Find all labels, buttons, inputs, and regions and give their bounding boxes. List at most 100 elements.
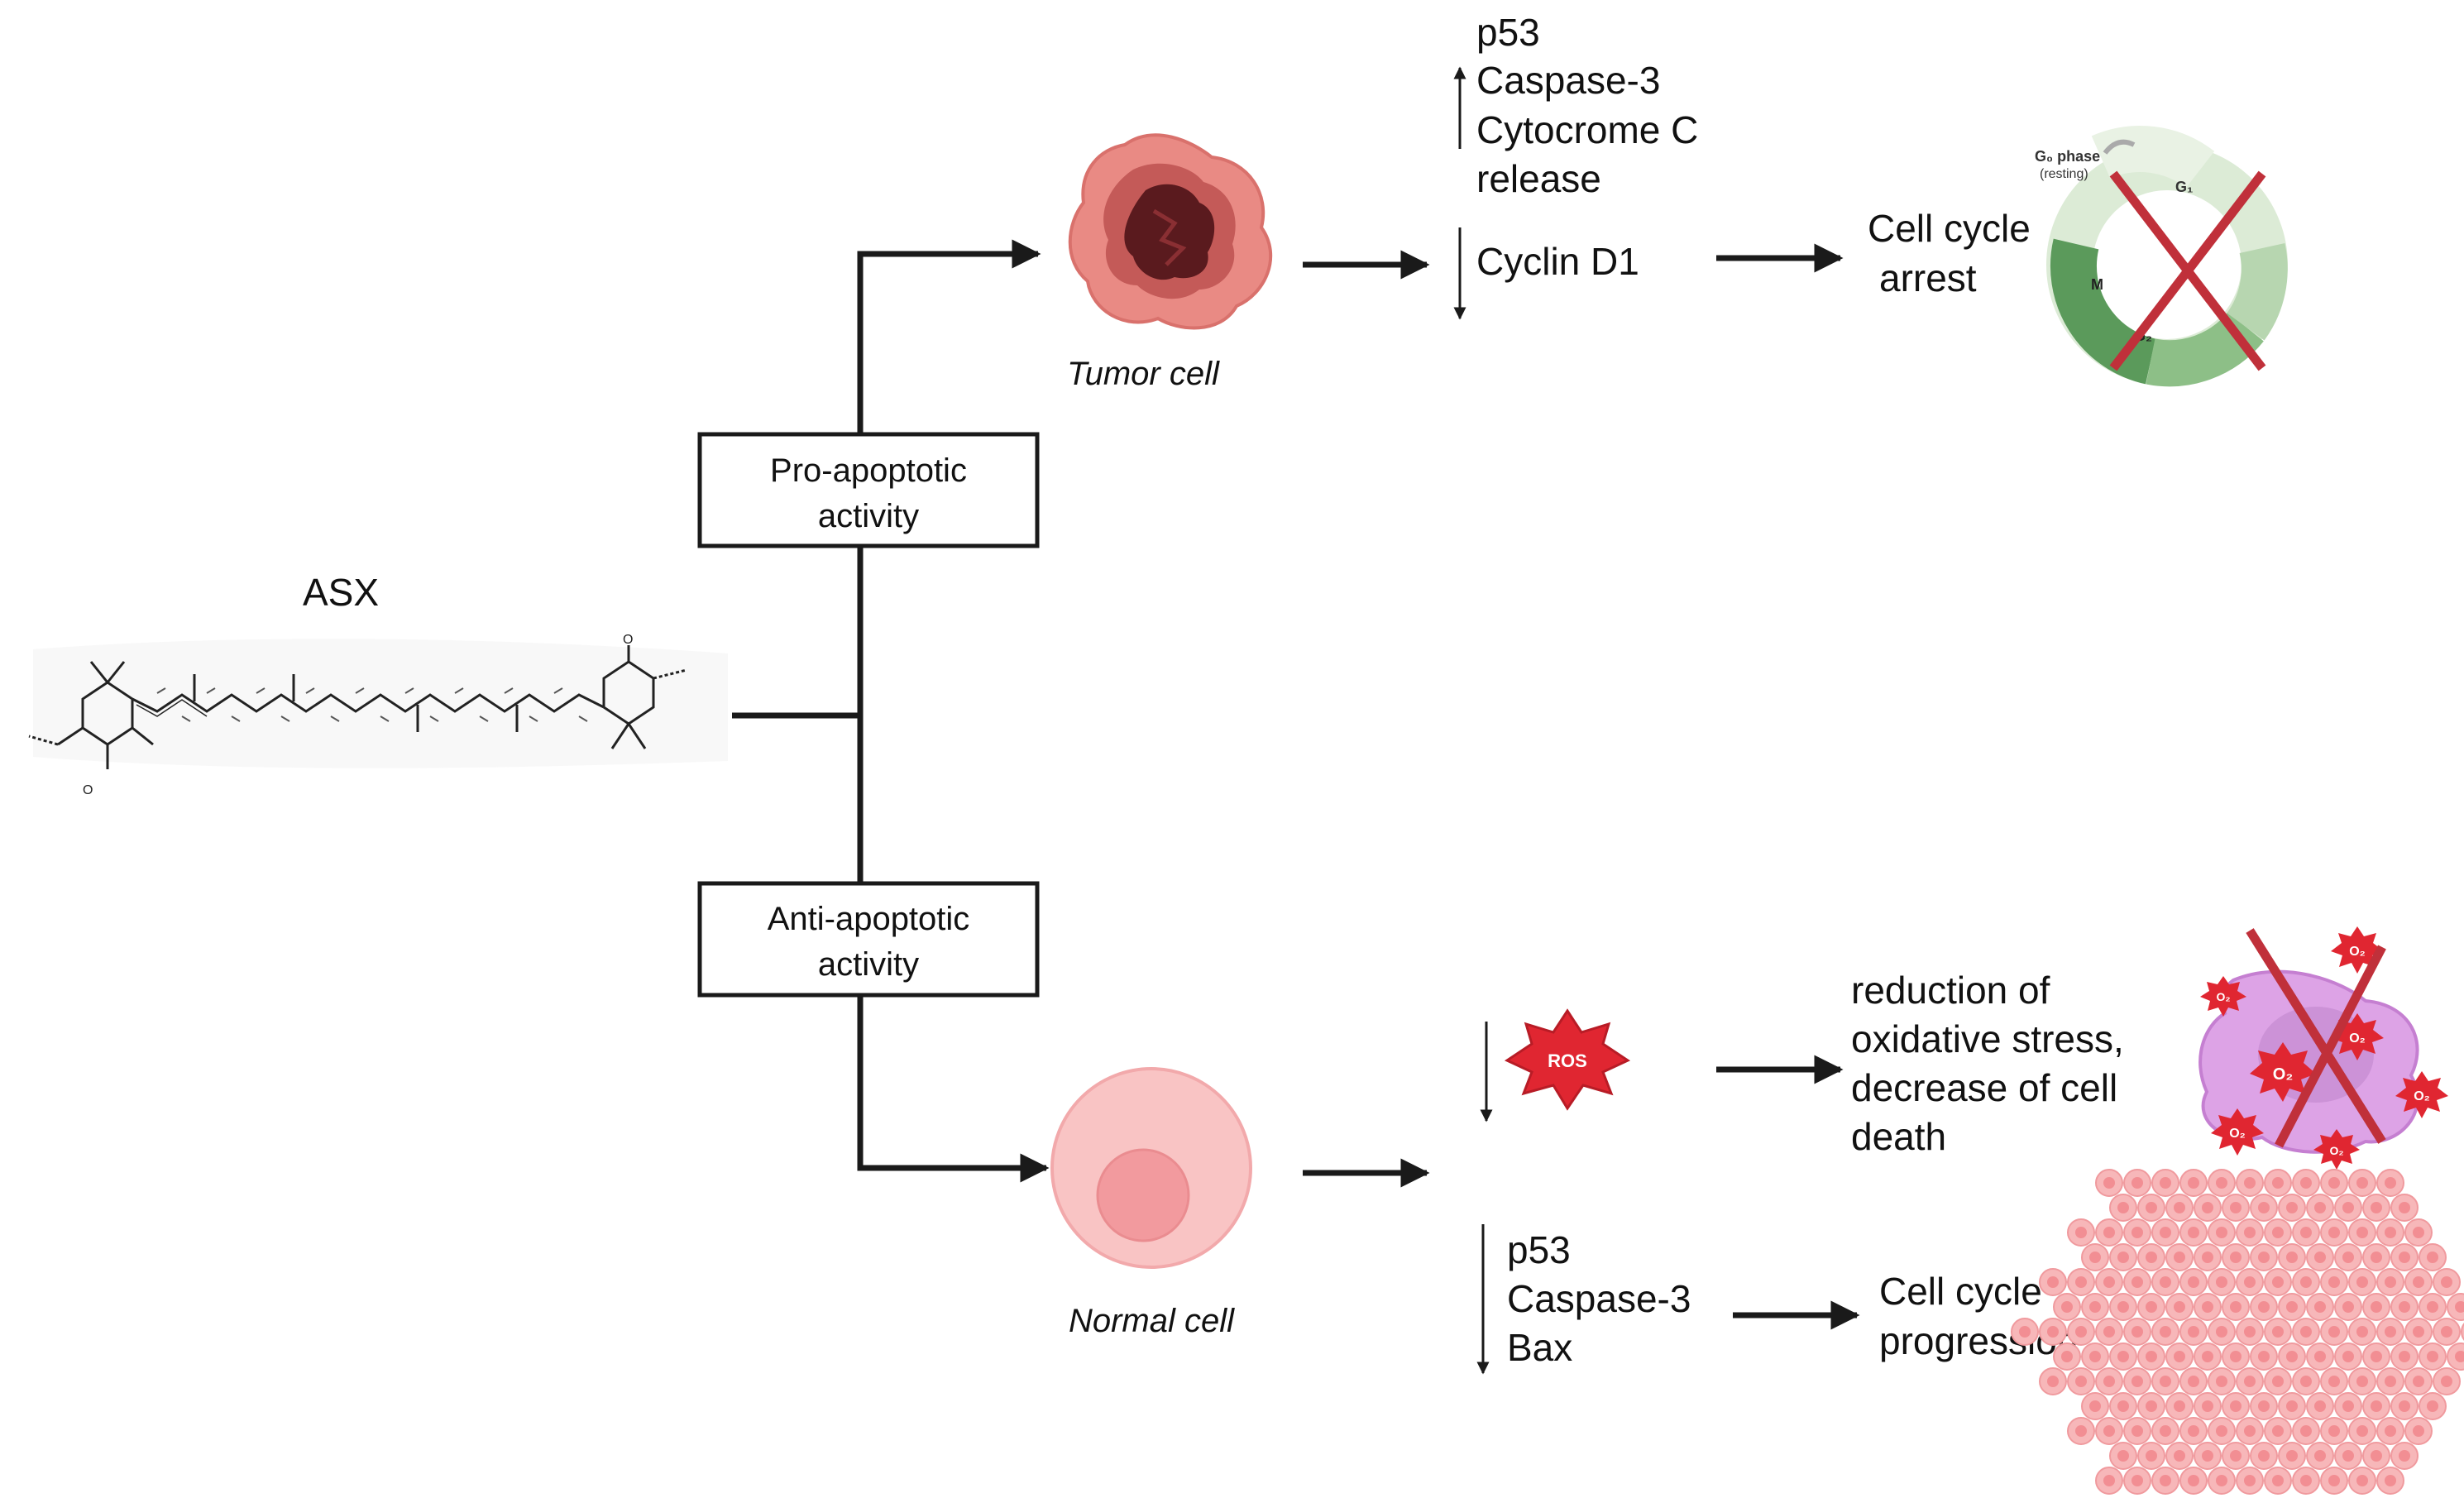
cell-nucleus <box>2371 1400 2382 1412</box>
cell-nucleus <box>2244 1425 2256 1437</box>
cell-nucleus <box>2286 1400 2298 1412</box>
cell-nucleus <box>2342 1450 2354 1462</box>
cell-nucleus <box>2103 1475 2115 1486</box>
cell-nucleus <box>2146 1450 2157 1462</box>
cell-nucleus <box>2356 1326 2368 1338</box>
g1-label: G₁ <box>2175 179 2193 195</box>
cell-nucleus <box>2174 1202 2185 1213</box>
cell-nucleus <box>2174 1252 2185 1263</box>
cell-nucleus <box>2089 1252 2101 1263</box>
stressed-cell-icon: O₂ O₂ O₂ O₂ O₂ O₂ O₂ <box>2198 926 2448 1170</box>
tumor-cell-caption: Tumor cell <box>1067 356 1220 392</box>
marker-p53-normal: p53 <box>1507 1228 1571 1271</box>
marker-caspase-3: Caspase-3 <box>1476 59 1660 102</box>
cell-nucleus <box>2286 1252 2298 1263</box>
cell-nucleus <box>2061 1351 2073 1362</box>
cell-nucleus <box>2230 1301 2242 1313</box>
cell-nucleus <box>2174 1301 2185 1313</box>
marker-bax: Bax <box>1507 1326 1572 1369</box>
cell-nucleus <box>2244 1227 2256 1238</box>
cell-nucleus <box>2272 1376 2284 1387</box>
cell-nucleus <box>2286 1301 2298 1313</box>
cell-nucleus <box>2131 1326 2143 1338</box>
cell-nucleus <box>2117 1252 2129 1263</box>
cell-nucleus <box>2371 1202 2382 1213</box>
cell-nucleus <box>2216 1376 2227 1387</box>
stress-cross-mark <box>2246 928 2386 1144</box>
cell-nucleus <box>2314 1400 2326 1412</box>
pro-apoptotic-box: Pro-apoptotic activity <box>697 432 1040 548</box>
cell-nucleus <box>2216 1227 2227 1238</box>
cell-nucleus <box>2202 1202 2213 1213</box>
cell-nucleus <box>2385 1326 2396 1338</box>
cell-nucleus <box>2160 1475 2171 1486</box>
cell-nucleus <box>2117 1301 2129 1313</box>
svg-text:oxidative stress,: oxidative stress, <box>1851 1017 2124 1060</box>
cell-nucleus <box>2258 1400 2270 1412</box>
cell-nucleus <box>2371 1252 2382 1263</box>
cell-nucleus <box>2441 1326 2452 1338</box>
marker-cytochrome-c: Cytocrome C <box>1476 108 1698 151</box>
marker-cyclin-d1: Cyclin D1 <box>1476 240 1639 283</box>
cell-nucleus <box>2300 1425 2312 1437</box>
cell-nucleus <box>2202 1252 2213 1263</box>
cell-nucleus <box>2272 1326 2284 1338</box>
cell-nucleus <box>2272 1276 2284 1288</box>
cell-nucleus <box>2399 1351 2410 1362</box>
cell-nucleus <box>2413 1376 2424 1387</box>
cell-nucleus <box>2244 1177 2256 1189</box>
cell-nucleus <box>2131 1425 2143 1437</box>
svg-text:O: O <box>623 633 633 647</box>
cell-nucleus <box>2202 1400 2213 1412</box>
marker-p53: p53 <box>1476 11 1540 54</box>
cell-nucleus <box>2230 1450 2242 1462</box>
cell-nucleus <box>2272 1475 2284 1486</box>
o2-label-7: O₂ <box>2329 1144 2343 1157</box>
cell-nucleus <box>2131 1475 2143 1486</box>
svg-text:decrease of cell: decrease of cell <box>1851 1066 2117 1109</box>
cell-nucleus <box>2356 1425 2368 1437</box>
cell-nucleus <box>2103 1227 2115 1238</box>
o2-label-6: O₂ <box>2229 1127 2246 1141</box>
cell-nucleus <box>2202 1351 2213 1362</box>
cell-nucleus <box>2047 1276 2059 1288</box>
cell-nucleus <box>2131 1376 2143 1387</box>
m-label: M <box>2091 276 2103 293</box>
cell-nucleus <box>2399 1301 2410 1313</box>
cell-nucleus <box>2286 1202 2298 1213</box>
cell-nucleus <box>2314 1252 2326 1263</box>
cell-nucleus <box>2385 1227 2396 1238</box>
cell-nucleus <box>2061 1301 2073 1313</box>
svg-text:O: O <box>83 783 93 797</box>
cell-nucleus <box>2314 1301 2326 1313</box>
cell-nucleus <box>2174 1400 2185 1412</box>
cell-nucleus <box>2019 1326 2031 1338</box>
cell-nucleus <box>2455 1351 2464 1362</box>
cell-nucleus <box>2272 1227 2284 1238</box>
cell-nucleus <box>2272 1425 2284 1437</box>
cell-nucleus <box>2258 1301 2270 1313</box>
marker-caspase-3-normal: Caspase-3 <box>1507 1277 1691 1320</box>
o2-label-4: O₂ <box>2216 990 2230 1003</box>
cell-nucleus <box>2371 1351 2382 1362</box>
o2-burst-group: O₂ O₂ O₂ O₂ O₂ O₂ O₂ <box>2200 926 2448 1170</box>
cell-nucleus <box>2103 1177 2115 1189</box>
cell-nucleus <box>2146 1252 2157 1263</box>
cell-nucleus <box>2371 1450 2382 1462</box>
cell-nucleus <box>2356 1177 2368 1189</box>
cell-nucleus <box>2385 1177 2396 1189</box>
cell-nucleus <box>2103 1326 2115 1338</box>
cell-cycle-arrest-line1: Cell cycle <box>1868 207 2031 250</box>
g0-phase-label: G₀ phase <box>2035 148 2100 165</box>
cell-nucleus <box>2258 1252 2270 1263</box>
cell-nucleus <box>2075 1276 2087 1288</box>
cell-nucleus <box>2399 1450 2410 1462</box>
normal-cell-icon <box>1050 1067 1252 1269</box>
cell-nucleus <box>2328 1177 2340 1189</box>
cell-nucleus <box>2413 1425 2424 1437</box>
marker-release: release <box>1476 157 1601 200</box>
cell-nucleus <box>2089 1400 2101 1412</box>
cell-nucleus <box>2216 1276 2227 1288</box>
cell-nucleus <box>2075 1376 2087 1387</box>
